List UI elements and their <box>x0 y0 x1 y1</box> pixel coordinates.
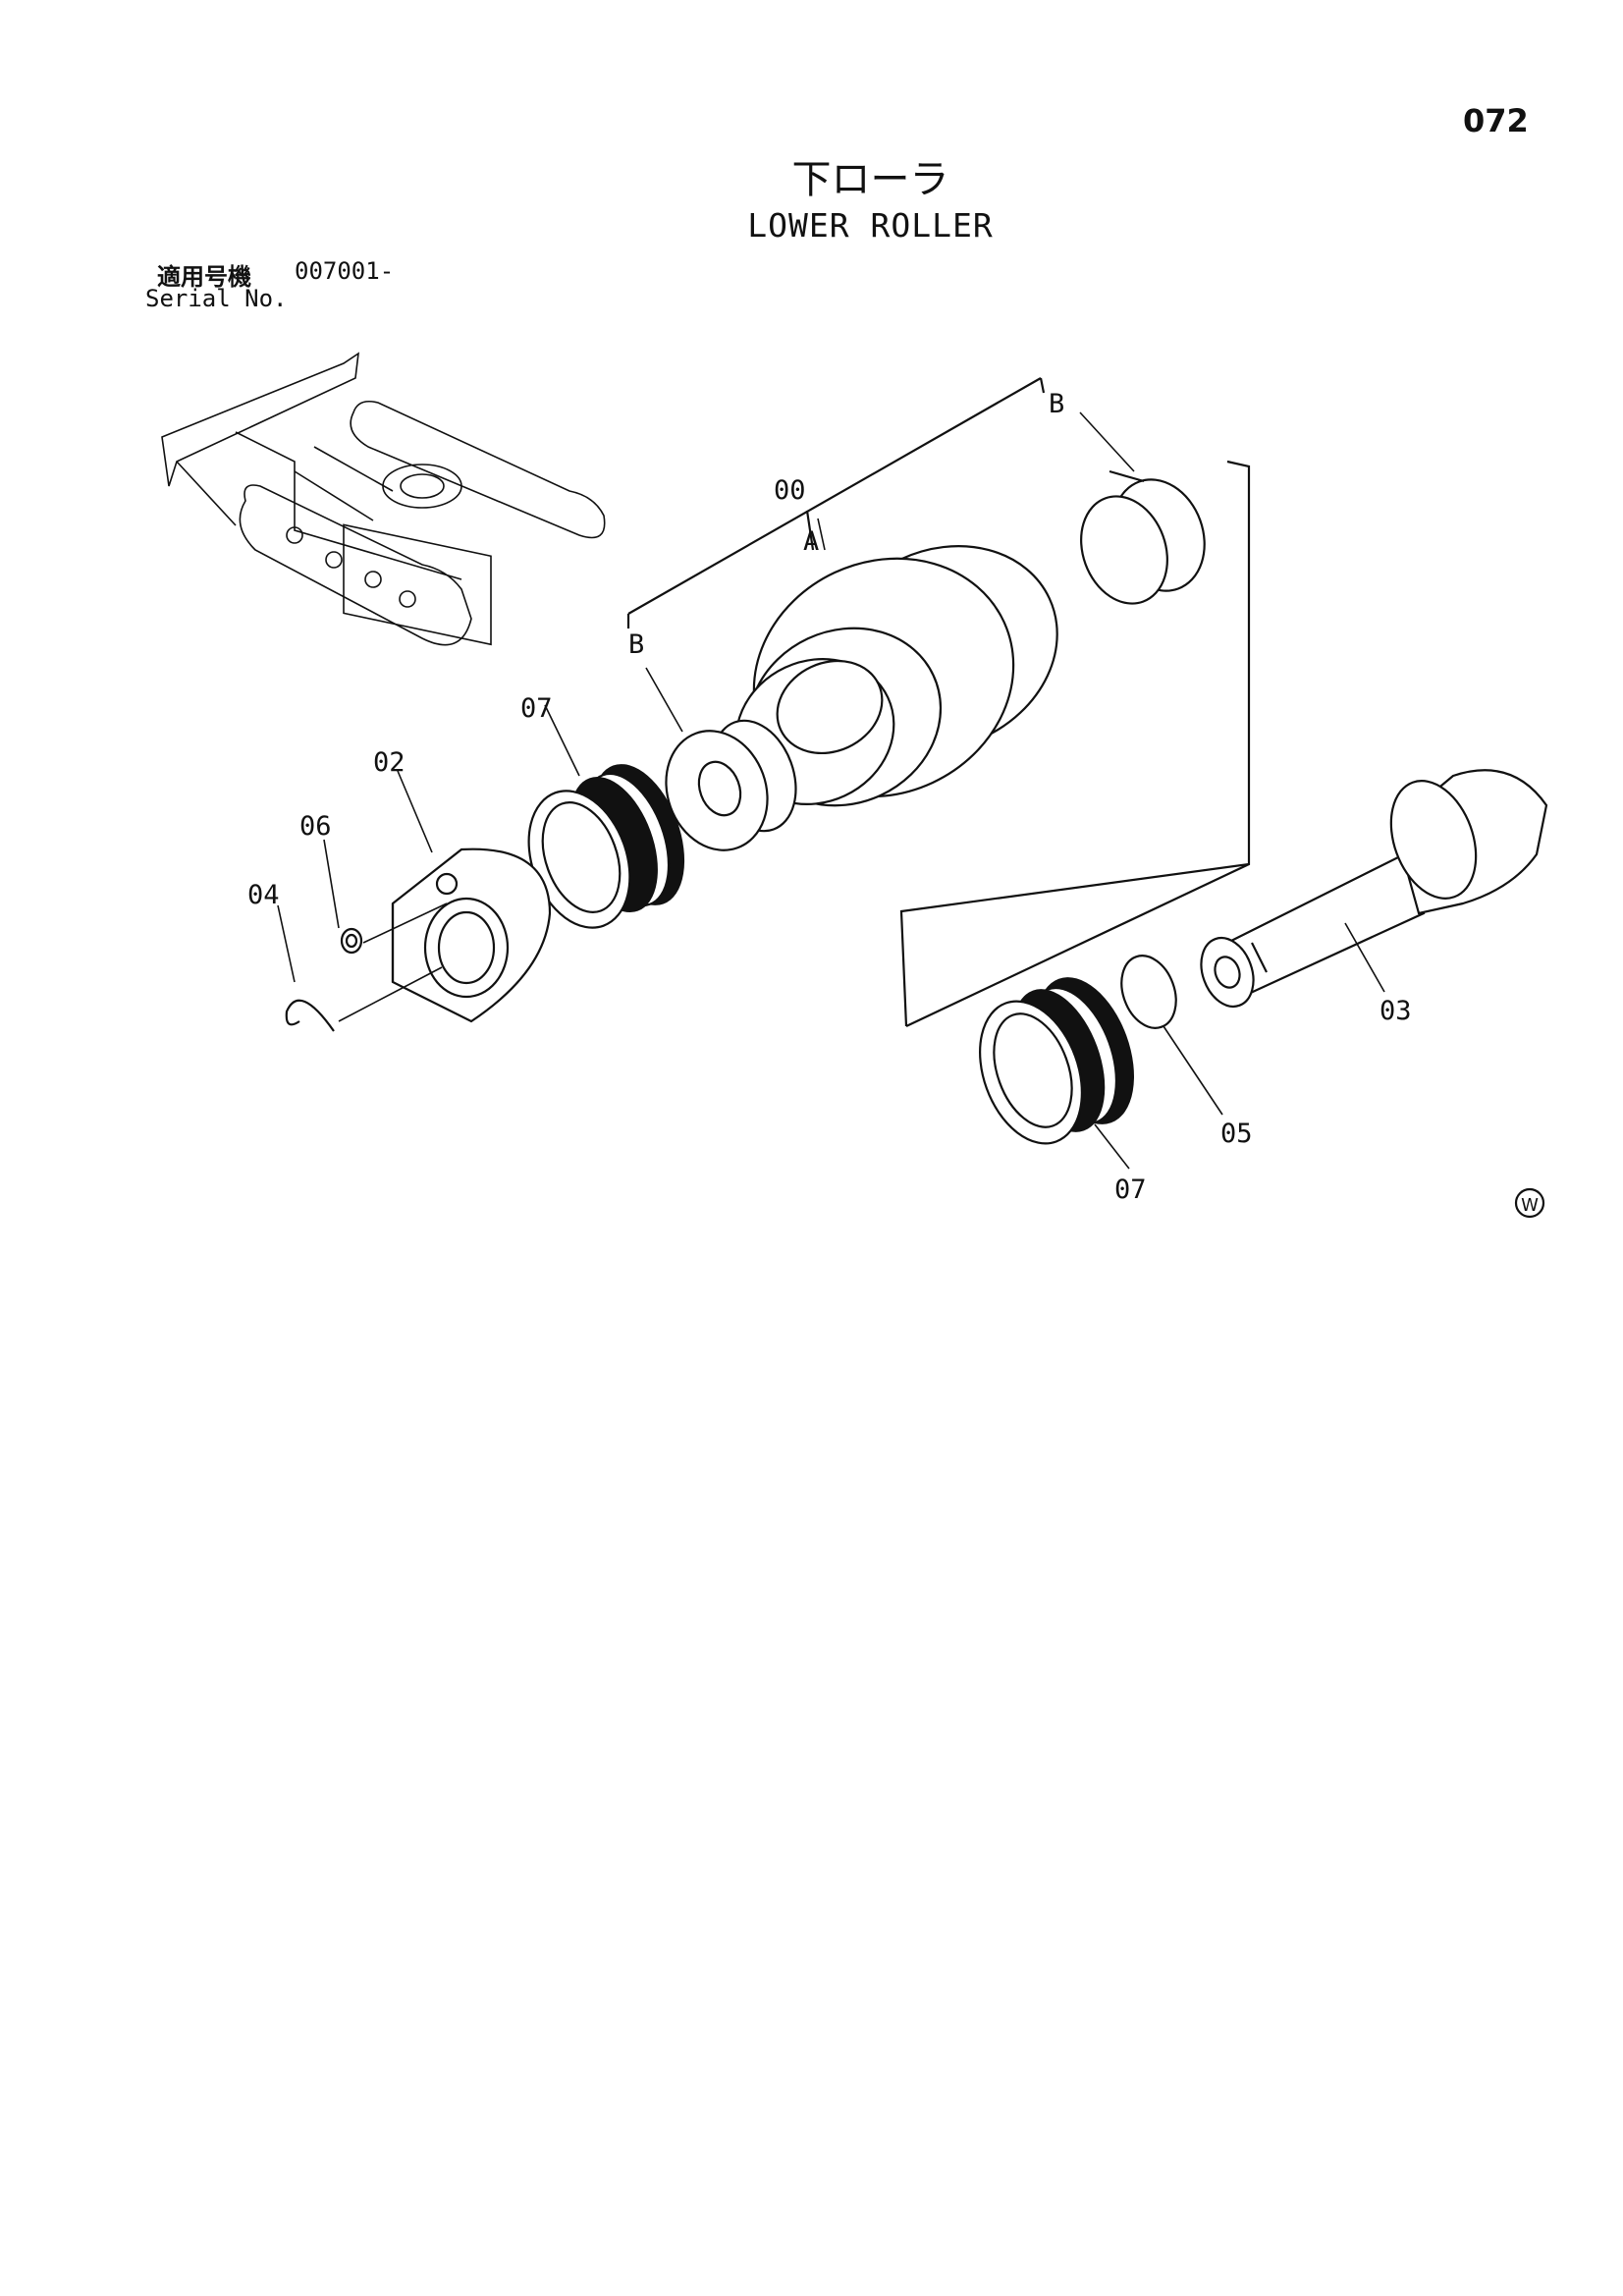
assembly-bracket <box>626 377 1251 1027</box>
leader-lines <box>277 411 1385 1170</box>
page-title-en: LOWER ROLLER <box>747 206 994 245</box>
callout-04: 04 <box>247 880 280 910</box>
shaft <box>1200 769 1548 1008</box>
bushing-top <box>1080 469 1206 605</box>
callout-B-left: B <box>628 629 644 660</box>
collar <box>391 847 552 1023</box>
watermark-letter: W <box>1521 1195 1539 1216</box>
floating-seal-bottom <box>979 977 1134 1145</box>
callout-07-top: 07 <box>520 693 553 724</box>
serial-label-jp: 適用号機 <box>157 263 251 291</box>
callout-07-bottom: 07 <box>1114 1175 1147 1205</box>
callout-05: 05 <box>1220 1119 1253 1149</box>
callout-02: 02 <box>373 747 406 778</box>
callout-A: A <box>803 526 819 557</box>
o-ring <box>1120 955 1177 1029</box>
callout-06: 06 <box>299 811 332 842</box>
serial-value: 007001- <box>295 257 395 285</box>
page-number: 072 <box>1463 102 1529 139</box>
machine-thumbnail <box>161 352 606 646</box>
watermark-mark: W <box>1514 1187 1545 1219</box>
callout-00: 00 <box>774 475 806 506</box>
bushing-left <box>665 719 797 851</box>
snap-ring <box>285 966 443 1032</box>
serial-label-en: Serial No. <box>145 285 288 312</box>
floating-seal-top <box>527 764 685 929</box>
callout-B-top: B <box>1049 389 1064 419</box>
plug <box>340 902 448 955</box>
page-title-jp: 下ローラ <box>791 157 949 202</box>
roller-body <box>734 545 1058 807</box>
callout-03: 03 <box>1380 996 1412 1026</box>
